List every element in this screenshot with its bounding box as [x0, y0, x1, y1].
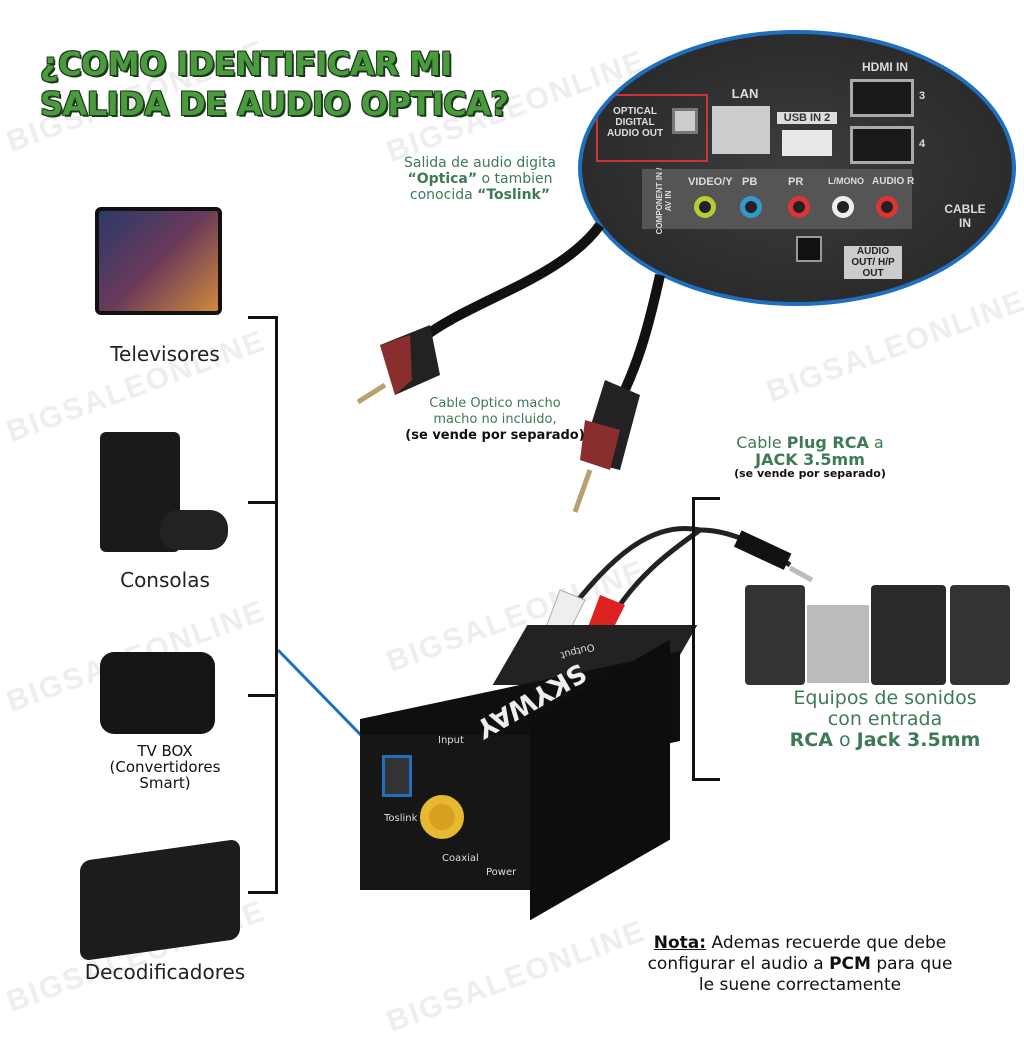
note-line: Ademas recuerde que debe — [706, 933, 947, 953]
coaxial-label: Coaxial — [442, 853, 479, 864]
note-line: le suene correctamente — [698, 975, 902, 995]
caption-text: Salida de audio digita — [404, 155, 556, 171]
bracket-line — [275, 316, 278, 894]
caption-text: Cable — [736, 433, 787, 452]
note-bold: PCM — [829, 954, 871, 974]
caption-text: Cable Optico macho — [429, 396, 561, 411]
tv-image — [95, 207, 222, 315]
device-label-tv-box: TV BOX (Convertidores Smart) — [109, 742, 221, 792]
audio-label: AUDIO R — [872, 176, 915, 187]
caption-text: conocida — [409, 187, 478, 203]
caption-text: a — [868, 433, 884, 452]
caption-text: con entrada — [827, 708, 943, 730]
caption-bold: JACK 3.5mm — [755, 450, 865, 469]
usb-label: USB IN 2 — [777, 112, 837, 124]
caption-text: o — [832, 729, 857, 751]
bracket-tick — [692, 778, 720, 781]
cable-in-label: CABLE IN — [944, 202, 986, 230]
caption-text: Equipos de sonidos — [793, 687, 977, 709]
bracket-tick — [248, 694, 276, 697]
optical-output-caption: Salida de audio digita “Optica” o tambie… — [385, 155, 575, 203]
caption-bold: “Optica” — [407, 171, 478, 187]
lan-label: LAN — [731, 86, 759, 101]
hdmi-label: HDMI IN — [862, 60, 908, 74]
caption-note: (se vende por separado) — [734, 467, 886, 480]
page-title: ¿COMO IDENTIFICAR MI SALIDA DE AUDIO OPT… — [40, 44, 509, 124]
note-label: Nota: — [653, 933, 707, 953]
bracket-tick — [248, 891, 276, 894]
video-label: VIDEO/Y — [688, 176, 733, 188]
device-label-consolas: Consolas — [120, 568, 210, 592]
title-line: ¿COMO IDENTIFICAR MI — [40, 45, 452, 83]
caption-note: (se vende por separado) — [405, 428, 585, 443]
power-label: Power — [486, 867, 517, 878]
lmono-label: L/MONO — [828, 176, 864, 186]
input-label: Input — [438, 735, 464, 746]
speakers-caption: Equipos de sonidos con entrada RCA o Jac… — [760, 688, 1010, 751]
hdmi-4-label: 4 — [919, 138, 926, 150]
bracket-tick — [692, 497, 720, 500]
device-label-decodificadores: Decodificadores — [84, 960, 246, 984]
tv-back-panel-image: OPTICAL DIGITAL AUDIO OUT LAN USB IN 2 H… — [578, 30, 1016, 306]
tv-box-image — [100, 652, 215, 734]
caption-bold: Plug RCA — [786, 433, 869, 452]
caption-bold: Jack 3.5mm — [856, 729, 981, 751]
speakers-image — [745, 585, 1010, 685]
caption-text: o tambien — [477, 171, 553, 187]
hdmi-3-label: 3 — [919, 90, 926, 102]
optical-cable-caption: Cable Optico macho macho no incluido, (s… — [385, 396, 605, 444]
bracket-line — [692, 497, 695, 781]
pr-label: PR — [788, 176, 804, 188]
converter-image: SKYWAY Output Input Toslink Coaxial Powe… — [360, 625, 698, 921]
note-line: para que — [870, 954, 953, 974]
caption-bold: “Toslink” — [477, 187, 551, 203]
note-text: Nota: Ademas recuerde que debe configura… — [590, 933, 1010, 996]
caption-text: macho no incluido, — [433, 412, 557, 427]
optical-port-label: OPTICAL DIGITAL AUDIO OUT — [606, 106, 664, 139]
rca-cable-caption: Cable Plug RCA a JACK 3.5mm (se vende po… — [700, 434, 920, 480]
bracket-tick — [248, 501, 276, 504]
audio-out-label: AUDIO OUT/ H/P OUT — [844, 246, 902, 279]
caption-bold: RCA — [789, 729, 833, 751]
note-line: configurar el audio a — [647, 954, 830, 974]
bracket-tick — [248, 316, 276, 319]
device-label-televisores: Televisores — [110, 342, 220, 366]
gamepad-image — [160, 510, 228, 550]
pb-label: PB — [742, 176, 758, 188]
title-line: SALIDA DE AUDIO OPTICA? — [40, 85, 509, 123]
toslink-label: Toslink — [384, 813, 418, 824]
